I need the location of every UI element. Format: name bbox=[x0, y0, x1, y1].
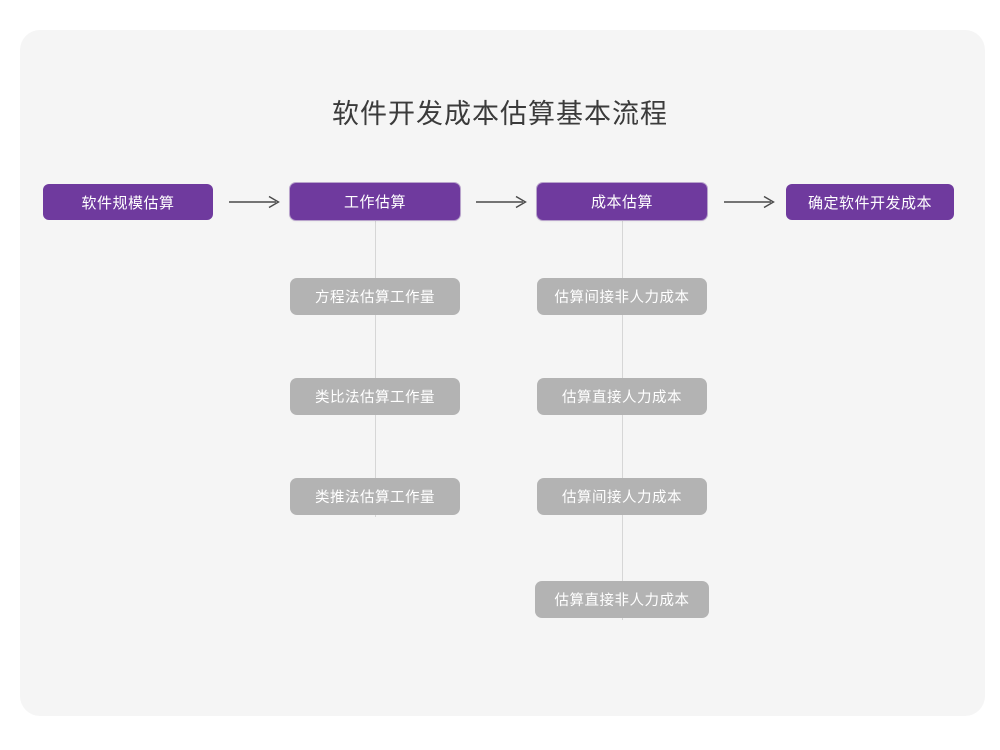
flow-arrow-1 bbox=[227, 188, 283, 216]
substep-node-direct-labor-cost[interactable]: 估算直接人力成本 bbox=[537, 378, 707, 415]
substep-node-label: 估算直接非人力成本 bbox=[554, 593, 690, 609]
substep-node-indirect-labor-cost[interactable]: 估算间接人力成本 bbox=[537, 478, 707, 515]
long-right-arrow-icon bbox=[229, 195, 281, 209]
diagram-title: 软件开发成本估算基本流程 bbox=[332, 99, 668, 129]
substep-node-label: 类推法估算工作量 bbox=[315, 490, 435, 506]
branch-line-stage-2 bbox=[375, 217, 376, 517]
stage-node-cost-estimation[interactable]: 成本估算 bbox=[537, 183, 707, 220]
substep-node-label: 估算直接人力成本 bbox=[562, 390, 682, 406]
substep-node-analogy-method-effort[interactable]: 类比法估算工作量 bbox=[290, 378, 460, 415]
substep-node-direct-nonlabor-cost[interactable]: 估算直接非人力成本 bbox=[535, 581, 709, 618]
long-right-arrow-icon bbox=[476, 195, 528, 209]
stage-node-software-scale-estimation[interactable]: 软件规模估算 bbox=[43, 184, 213, 220]
substep-node-label: 估算间接人力成本 bbox=[562, 490, 682, 506]
branch-line-stage-3 bbox=[622, 217, 623, 620]
diagram-card bbox=[20, 30, 985, 716]
stage-node-label: 确定软件开发成本 bbox=[807, 194, 932, 212]
substep-node-label: 方程法估算工作量 bbox=[315, 290, 435, 306]
substep-node-indirect-nonlabor-cost[interactable]: 估算间接非人力成本 bbox=[537, 278, 707, 315]
substep-node-equation-method-effort[interactable]: 方程法估算工作量 bbox=[290, 278, 460, 315]
substep-node-label: 估算间接非人力成本 bbox=[554, 290, 690, 306]
flow-arrow-3 bbox=[722, 188, 778, 216]
stage-node-label: 成本估算 bbox=[590, 194, 653, 211]
stage-node-determine-development-cost[interactable]: 确定软件开发成本 bbox=[786, 184, 954, 220]
substep-node-inference-method-effort[interactable]: 类推法估算工作量 bbox=[290, 478, 460, 515]
long-right-arrow-icon bbox=[724, 195, 776, 209]
stage-node-effort-estimation[interactable]: 工作估算 bbox=[290, 183, 460, 220]
stage-node-label: 软件规模估算 bbox=[81, 194, 175, 212]
stage-node-label: 工作估算 bbox=[343, 194, 406, 211]
substep-node-label: 类比法估算工作量 bbox=[315, 390, 435, 406]
flow-arrow-2 bbox=[474, 188, 530, 216]
